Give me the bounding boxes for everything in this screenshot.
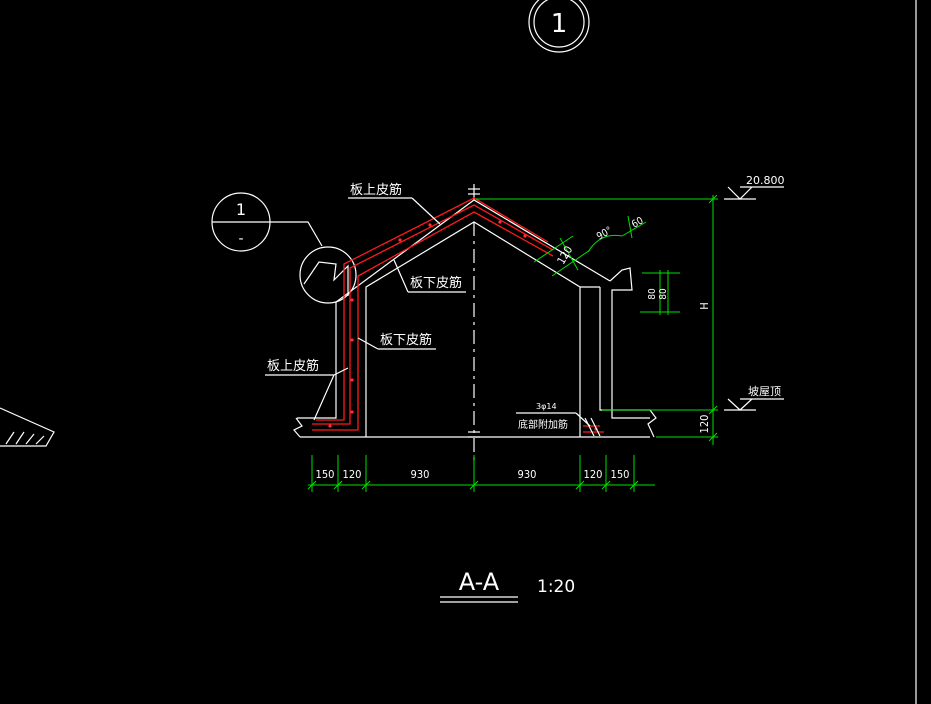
detail-callout-sheet: - bbox=[238, 231, 243, 247]
dim-eave-1: 80 bbox=[647, 288, 658, 300]
detail-bubble-top-number: 1 bbox=[551, 9, 568, 39]
detail-bubble-top: 1 bbox=[528, 0, 590, 53]
dimension-eave: 80 80 bbox=[640, 270, 680, 315]
detail-callout: 1 - bbox=[211, 192, 357, 304]
elevation-roof-value: 坡屋顶 bbox=[748, 385, 781, 398]
dim-h-5: 120 bbox=[584, 468, 603, 481]
detail-circle-eave bbox=[299, 246, 357, 304]
annotation-bottom-rebar-lower: 板下皮筋 bbox=[357, 332, 436, 350]
annotation-additional-rebar: 3φ14 底部附加筋 bbox=[516, 402, 601, 437]
dim-h-6: 150 bbox=[611, 468, 630, 481]
dim-h-2: 120 bbox=[343, 468, 362, 481]
dimension-slab: 120 bbox=[533, 235, 591, 277]
elevation-top-value: 20.800 bbox=[746, 174, 785, 187]
dim-edge: 60 bbox=[630, 215, 646, 230]
dimension-angle: 90° 60 bbox=[587, 215, 647, 253]
dimension-vertical: H 120 bbox=[476, 194, 718, 445]
label-bottom-rebar-lower: 板下皮筋 bbox=[380, 332, 432, 348]
section-outline bbox=[293, 184, 657, 438]
dim-h-3: 930 bbox=[411, 468, 430, 481]
dim-height: H bbox=[698, 302, 711, 309]
rebar-lines bbox=[312, 197, 604, 433]
label-top-rebar-upper: 板上皮筋 bbox=[350, 182, 402, 198]
elevation-top: 20.800 bbox=[724, 174, 785, 200]
label-top-rebar-lower: 板上皮筋 bbox=[267, 358, 319, 374]
annotation-top-rebar-upper: 板上皮筋 bbox=[348, 182, 441, 225]
label-bottom-additional-rebar: 底部附加筋 bbox=[518, 418, 568, 431]
dim-h-1: 150 bbox=[316, 468, 335, 481]
dim-base: 120 bbox=[698, 415, 711, 434]
detail-callout-number: 1 bbox=[236, 200, 246, 219]
elevation-roof: 坡屋顶 bbox=[724, 385, 784, 411]
label-bottom-rebar-upper: 板下皮筋 bbox=[410, 275, 462, 291]
dim-eave-2: 80 bbox=[658, 288, 669, 300]
annotation-top-rebar-lower: 板上皮筋 bbox=[265, 358, 349, 421]
section-title-scale: 1:20 bbox=[537, 577, 575, 597]
dim-angle: 90° bbox=[595, 225, 614, 243]
dimension-horizontal: 150 120 930 930 120 150 bbox=[307, 455, 655, 492]
section-title: A-A 1:20 bbox=[440, 568, 575, 603]
label-reinforcement-count: 3φ14 bbox=[536, 402, 557, 411]
annotation-bottom-rebar-upper: 板下皮筋 bbox=[393, 259, 466, 293]
dim-slab: 120 bbox=[555, 244, 576, 267]
dim-h-4: 930 bbox=[518, 468, 537, 481]
partial-hatch-left bbox=[0, 407, 55, 447]
section-title-name: A-A bbox=[459, 568, 500, 596]
centerline bbox=[468, 222, 480, 465]
